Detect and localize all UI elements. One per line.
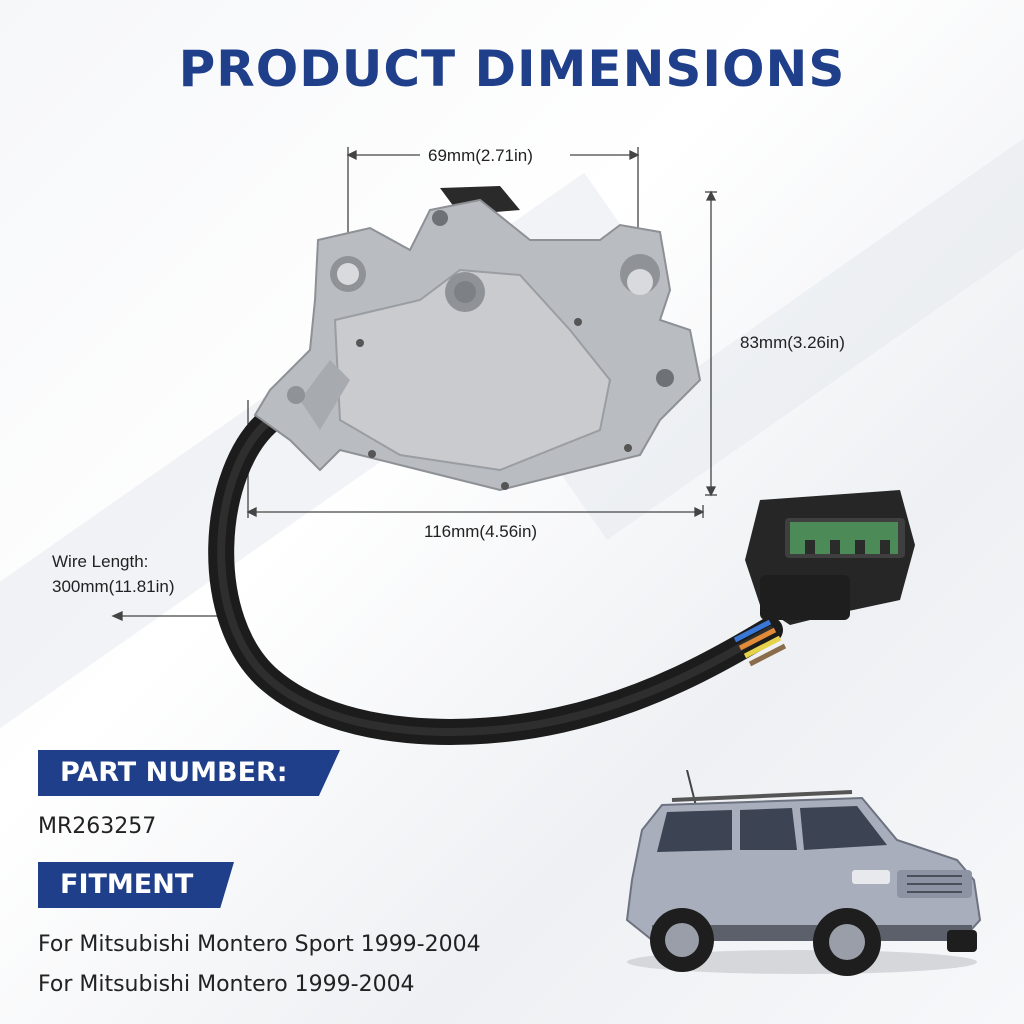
dimension-lines xyxy=(111,147,717,622)
fitment-line: For Mitsubishi Montero Sport 1999-2004 xyxy=(38,932,481,957)
dimension-width-bottom: 116mm(4.56in) xyxy=(424,522,538,541)
dimension-height: 83mm(3.26in) xyxy=(740,333,845,352)
dimension-width-top: 69mm(2.71in) xyxy=(428,146,533,165)
wire-length-label: Wire Length: xyxy=(52,552,149,571)
switch-body xyxy=(253,186,702,492)
part-number-heading: PART NUMBER: xyxy=(38,750,340,796)
fitment-line: For Mitsubishi Montero 1999-2004 xyxy=(38,972,415,997)
connector-plug xyxy=(745,490,915,625)
wire-length-value: 300mm(11.81in) xyxy=(52,577,175,596)
fitment-heading: FITMENT xyxy=(38,862,234,908)
page-title: PRODUCT DIMENSIONS xyxy=(178,40,846,98)
suv-image xyxy=(625,770,982,976)
part-number-value: MR263257 xyxy=(38,814,157,839)
